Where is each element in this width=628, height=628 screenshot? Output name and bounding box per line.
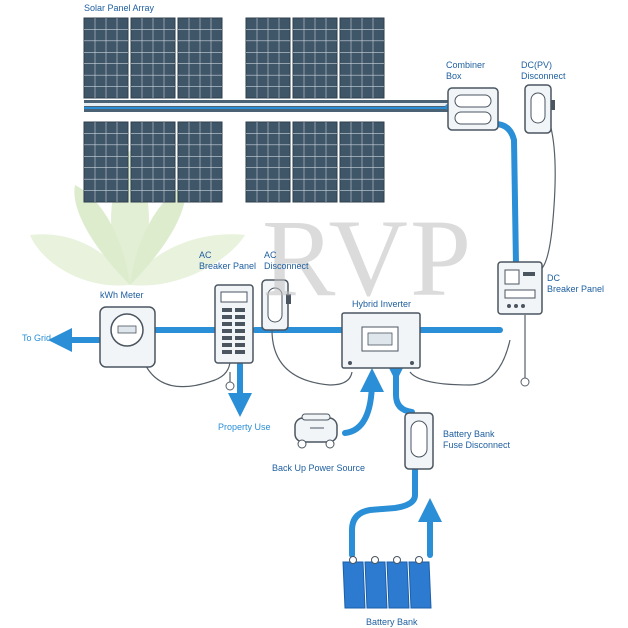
label-hybrid-inverter: Hybrid Inverter [352,299,412,309]
label-kwh-meter: kWh Meter [100,290,144,300]
solar-panel [292,121,338,203]
label-to-grid: To Grid [22,333,52,343]
hybrid-inverter [341,312,421,369]
label-back-up-power-source: Back Up Power Source [272,463,366,473]
label-ac-disconnect-1: AC [264,250,277,260]
battery-cell [364,556,388,609]
label-battery-bank-fuse-2: Fuse Disconnect [443,440,511,450]
battery-fuse-disconnect [404,412,434,470]
dc-breaker-panel [497,261,543,387]
breaker-switch [235,350,245,354]
breaker-switch [235,343,245,347]
breaker-switch [235,329,245,333]
battery-cell [386,556,410,609]
label-dc-breaker-panel-1: DC [547,273,560,283]
label-combiner-box-1: Combiner [446,60,486,70]
solar-panel [245,121,291,203]
solar-panel [130,121,176,203]
dc-pv-disconnect [524,84,555,134]
solar-panel [83,121,129,203]
label-dc-pv-disconnect-2: Disconnect [521,71,566,81]
generator [294,413,338,449]
solar-panel [339,121,385,203]
battery-cell [342,556,366,609]
solar-panel [83,17,129,99]
battery-cell [408,556,432,609]
array-rail [84,100,448,112]
label-ac-breaker-panel-1: AC [199,250,212,260]
breaker-switch [235,336,245,340]
breaker-switch [222,329,232,333]
breaker-switch [222,343,232,347]
wiring [142,117,556,388]
breaker-switch [222,336,232,340]
breaker-switch [235,308,245,312]
label-solar-panel-array: Solar Panel Array [84,3,155,13]
label-battery-bank-fuse-1: Battery Bank [443,429,495,439]
label-battery-bank: Battery Bank [366,617,418,627]
label-dc-breaker-panel-2: Breaker Panel [547,284,605,294]
kwh-meter [99,306,156,368]
solar-panel [292,17,338,99]
label-property-use: Property Use [218,422,271,432]
label-dc-pv-disconnect-1: DC(PV) [521,60,552,70]
ac-breaker-panel [214,284,254,391]
solar-panel [245,17,291,99]
solar-panel [177,121,223,203]
battery-bank [342,556,432,609]
breaker-switch [235,315,245,319]
breaker-switch [222,322,232,326]
label-combiner-box-2: Box [446,71,462,81]
breaker-switch [222,308,232,312]
watermark-text: RVP [262,197,474,319]
solar-panel [177,17,223,99]
breaker-switch [222,350,232,354]
solar-panel [339,17,385,99]
label-ac-disconnect-2: Disconnect [264,261,309,271]
breaker-switch [235,322,245,326]
breaker-switches [222,308,245,354]
ac-disconnect [261,279,291,331]
solar-panel-array [83,17,385,203]
solar-panel [130,17,176,99]
breaker-switch [222,315,232,319]
label-ac-breaker-panel-2: Breaker Panel [199,261,257,271]
combiner-box [447,87,499,131]
